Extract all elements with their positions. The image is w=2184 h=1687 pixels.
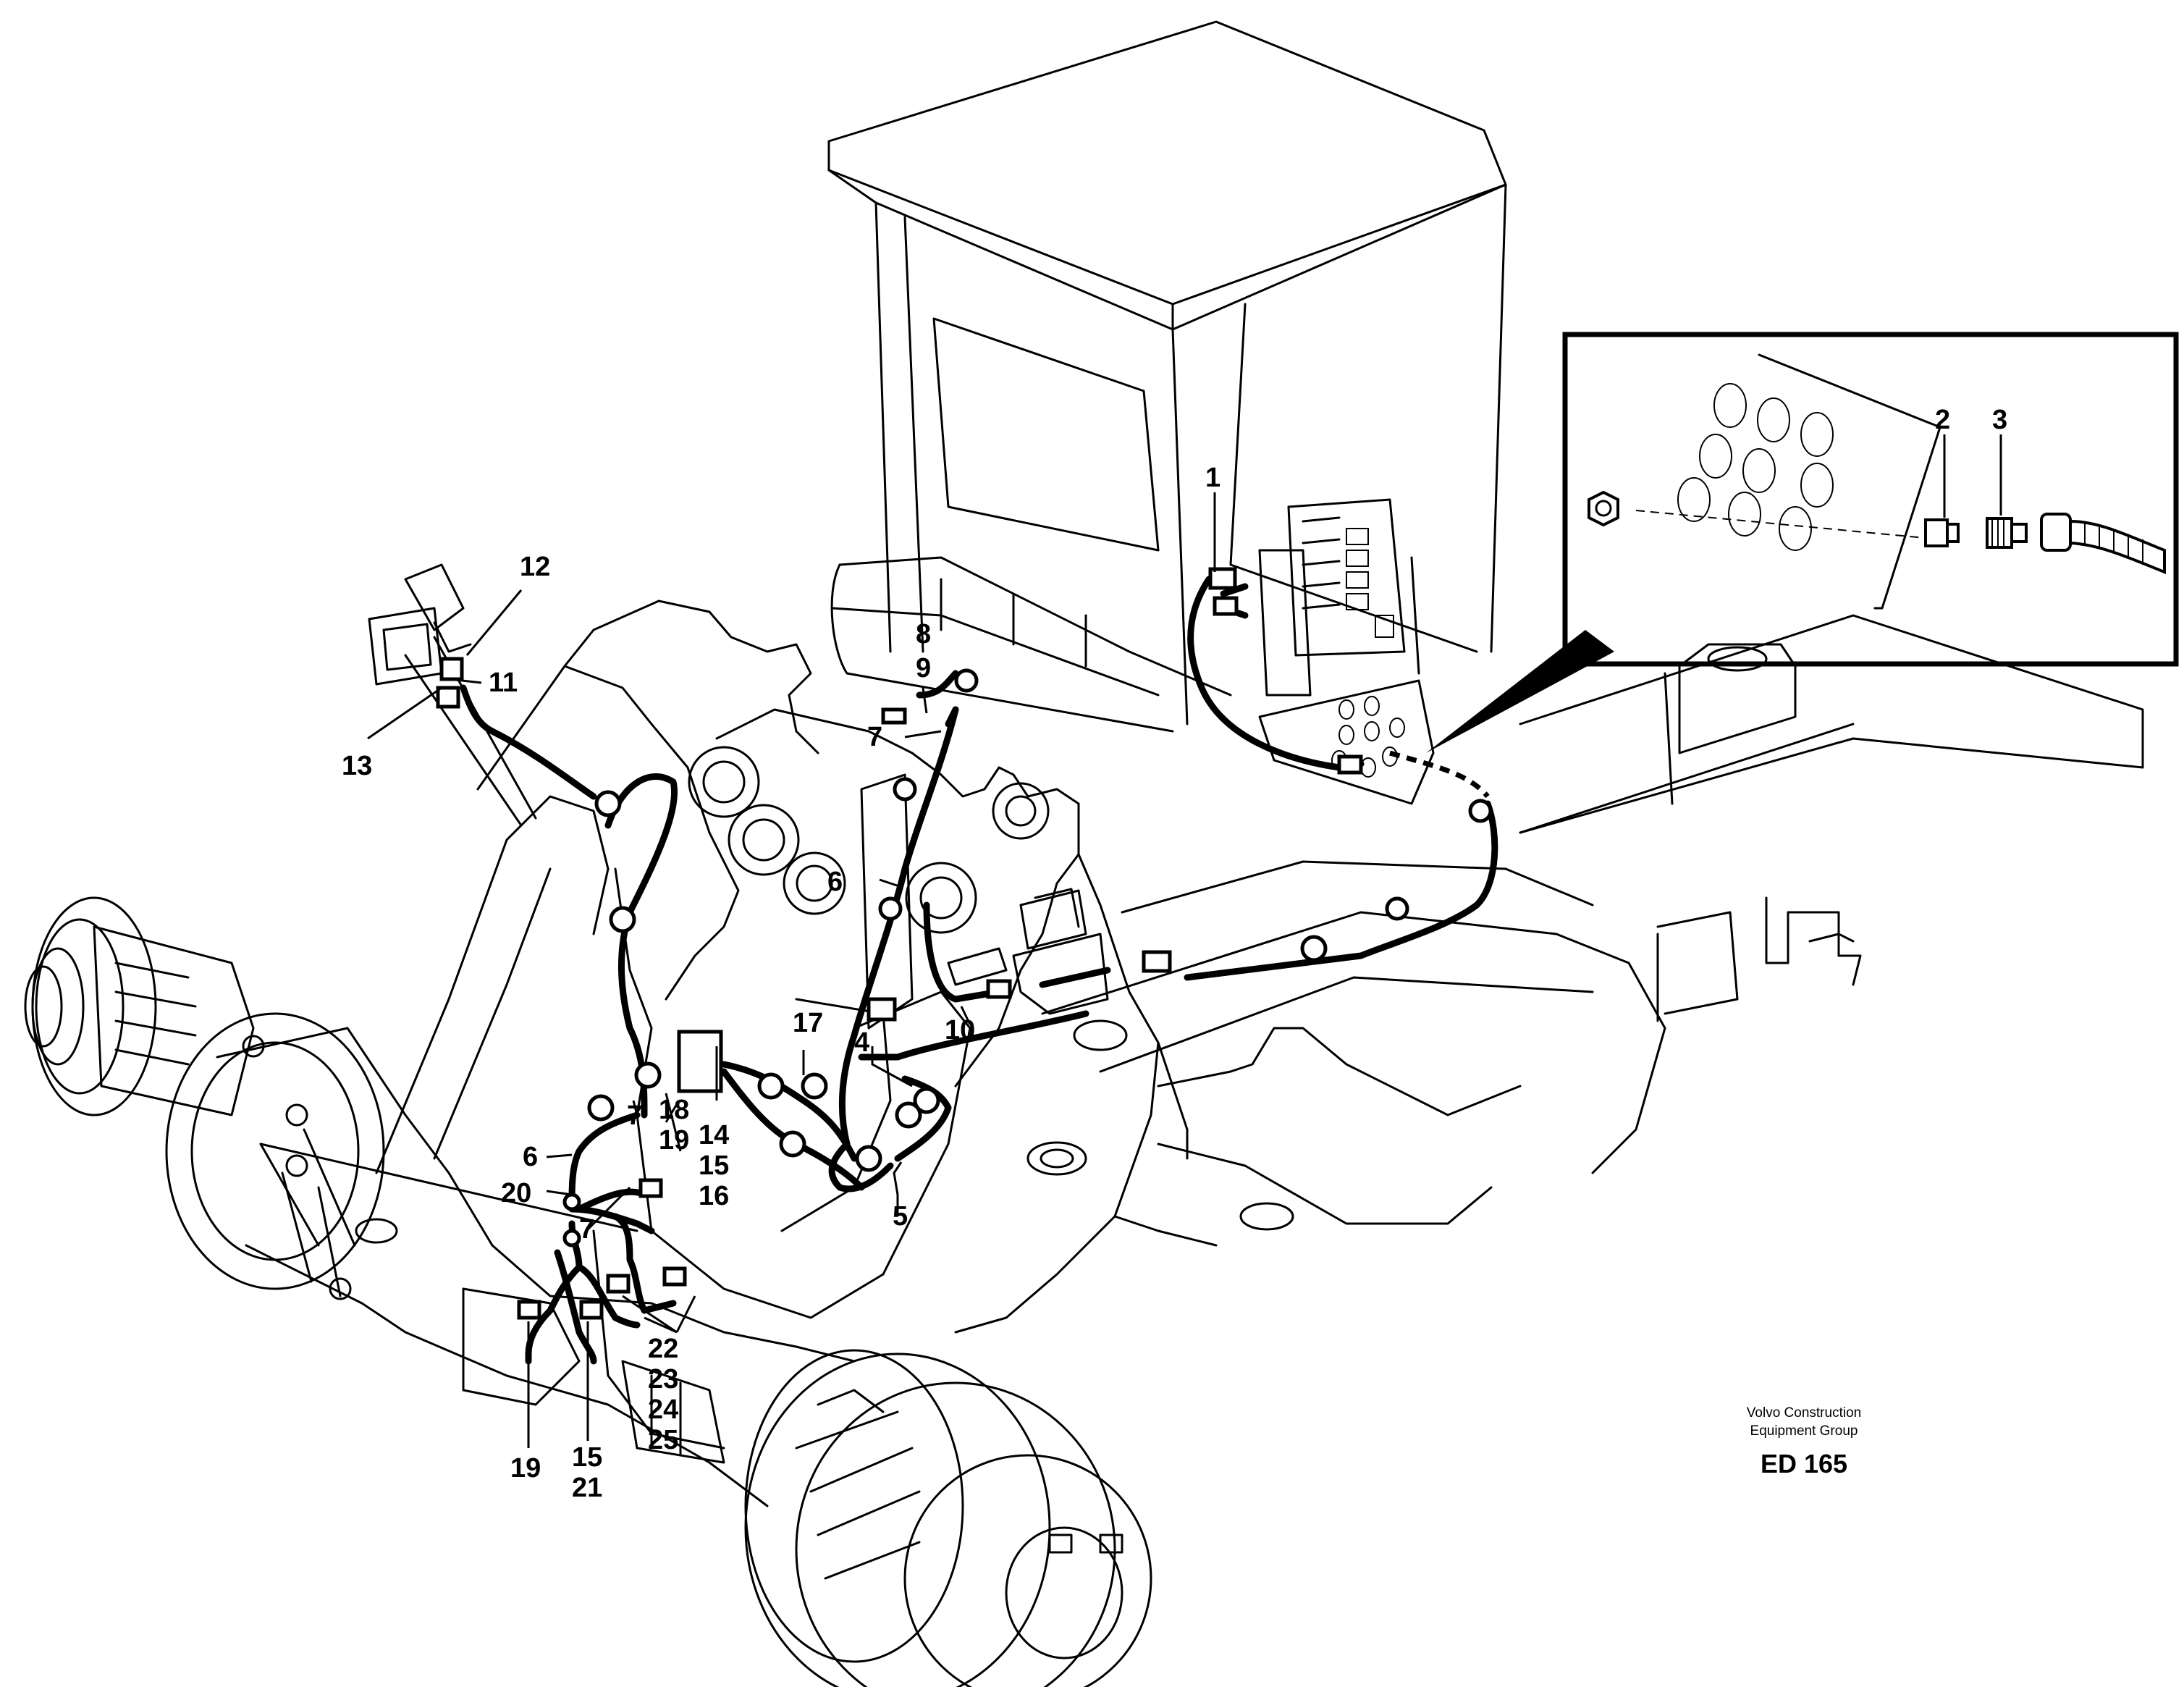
publisher-line-2: Equipment Group	[1750, 1423, 1858, 1439]
right-work-lamp	[947, 888, 1109, 1015]
callout-labels: 1 2 3 4 5 6 6 7 7 7 8 9 10 11 12 13 14 1…	[342, 405, 2007, 1503]
callout-11: 11	[489, 668, 518, 698]
callout-17: 17	[793, 1008, 823, 1038]
leader-lines	[367, 434, 2002, 1448]
item-3-fitting	[1986, 517, 2028, 549]
cab	[827, 20, 1507, 733]
right-lamp-harness	[858, 901, 1089, 1061]
callout-3: 3	[1992, 405, 2007, 435]
callout-21: 21	[572, 1473, 602, 1503]
detail-inset	[1426, 332, 2179, 753]
callout-16: 16	[699, 1181, 729, 1211]
callout-13: 13	[342, 751, 372, 781]
publisher-line-1: Volvo Construction	[1747, 1405, 1861, 1421]
callout-23: 23	[648, 1364, 678, 1394]
callout-15-upper: 15	[699, 1150, 729, 1181]
callout-2: 2	[1935, 405, 1950, 435]
electrical-panel	[1258, 498, 1420, 697]
callout-18: 18	[659, 1095, 689, 1125]
left-lamp-harness	[460, 684, 678, 1119]
callout-19-upper: 19	[659, 1125, 689, 1156]
publisher-block: Volvo Construction Equipment Group ED 16…	[1747, 1405, 1861, 1478]
callout-6-upper: 6	[827, 867, 843, 897]
callout-5: 5	[893, 1201, 908, 1232]
rear-frame	[1026, 614, 2144, 1247]
callout-12: 12	[520, 552, 550, 582]
callout-10: 10	[945, 1015, 975, 1046]
callout-15-lower: 15	[572, 1442, 602, 1473]
callout-8: 8	[916, 619, 931, 649]
conduit-fitting	[2040, 513, 2166, 574]
bulkhead-plate	[1258, 679, 1435, 805]
callout-24: 24	[648, 1394, 678, 1425]
callout-6-lower: 6	[523, 1142, 538, 1172]
harness-clamps	[562, 668, 1493, 1248]
item-2-fitting	[1924, 518, 1960, 547]
figure-id: ED 165	[1761, 1449, 1847, 1478]
callout-22: 22	[648, 1334, 678, 1364]
callout-14: 14	[699, 1120, 729, 1150]
front-frame	[375, 600, 1160, 1334]
callout-19-lower: 19	[510, 1453, 541, 1484]
callout-1: 1	[1205, 463, 1220, 493]
front-axle	[24, 896, 1152, 1687]
callout-4: 4	[854, 1027, 869, 1058]
callout-7-middle: 7	[627, 1101, 642, 1131]
callout-7-lower: 7	[579, 1214, 594, 1245]
callout-25: 25	[648, 1425, 678, 1455]
cab-harness	[1039, 576, 1498, 988]
callout-9: 9	[916, 653, 931, 683]
axle-harness	[525, 1111, 677, 1365]
callout-7-upper: 7	[867, 722, 882, 752]
callout-20: 20	[501, 1178, 531, 1208]
